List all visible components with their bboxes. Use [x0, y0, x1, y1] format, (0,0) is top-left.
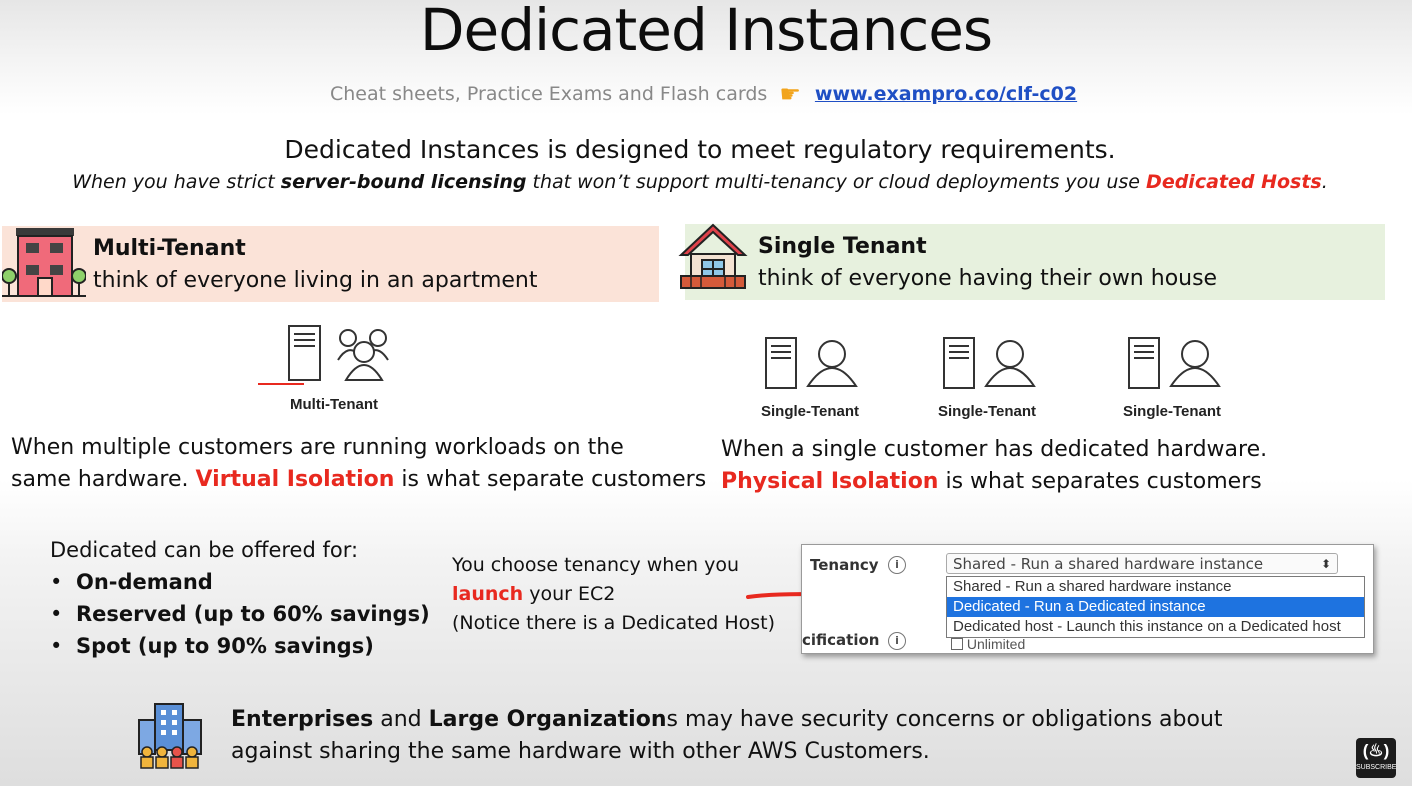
- tenancy-select-value: Shared - Run a shared hardware instance: [953, 555, 1264, 573]
- multi-tenant-analogy: think of everyone living in an apartment: [93, 268, 538, 293]
- launch-word: launch: [452, 583, 524, 605]
- subtitle: Cheat sheets, Practice Exams and Flash c…: [330, 80, 1077, 108]
- unlimited-label: Unlimited: [966, 636, 1026, 650]
- info-icon[interactable]: i: [888, 632, 906, 650]
- single-tenant-title: Single Tenant: [758, 234, 927, 259]
- intro-text-a: When you have strict: [72, 171, 281, 193]
- multi-desc-text-b: same hardware.: [11, 467, 196, 492]
- single-desc-line2: Physical Isolation is what separates cus…: [721, 466, 1401, 498]
- physical-isolation: Physical Isolation: [721, 469, 939, 494]
- pointing-hand-icon: ☛: [779, 80, 801, 108]
- tenancy-label: Tenancy: [810, 556, 879, 574]
- footer-bold-large-org: Large Organization: [428, 707, 667, 732]
- offered-heading: Dedicated can be offered for:: [50, 538, 359, 562]
- unlimited-checkbox[interactable]: Unlimited: [951, 636, 1025, 650]
- intro-text-c: that won’t support multi-tenancy or clou…: [526, 171, 1147, 193]
- specification-label: cification: [802, 631, 880, 649]
- list-item: •Reserved (up to 60% savings): [50, 602, 430, 626]
- enterprise-building-icon: [138, 703, 202, 769]
- single-tenant-server-user-icon: [943, 337, 1036, 389]
- offered-list: Dedicated can be offered for: •On-demand…: [50, 534, 430, 662]
- single-tenant-analogy: think of everyone having their own house: [758, 266, 1218, 291]
- single-tenant-caption: Single-Tenant: [1123, 403, 1222, 420]
- tenancy-note: You choose tenancy when you launch your …: [452, 551, 775, 638]
- subscribe-badge[interactable]: (♨) SUBSCRIBE: [1356, 738, 1396, 778]
- tenancy-note-line2: launch your EC2: [452, 580, 775, 609]
- single-tenant-server-user-icon: [1128, 337, 1221, 389]
- chevron-down-icon: ⬍: [1320, 557, 1331, 571]
- intro-bold: server-bound licensing: [280, 171, 527, 193]
- multi-desc-line2: same hardware. Virtual Isolation is what…: [11, 464, 711, 496]
- single-desc-line1: When a single customer has dedicated har…: [721, 437, 1268, 462]
- single-desc-text-c: is what separates customers: [938, 469, 1262, 494]
- footer-text: Enterprises and Large Organizations may …: [231, 704, 1223, 768]
- single-tenant-caption: Single-Tenant: [761, 403, 860, 420]
- subscribe-label: SUBSCRIBE: [1356, 764, 1397, 771]
- info-icon[interactable]: i: [888, 556, 906, 574]
- footer-line2: against sharing the same hardware with o…: [231, 739, 930, 764]
- multi-tenant-description: When multiple customers are running work…: [11, 432, 711, 496]
- tenancy-dropdown: Shared - Run a shared hardware instance …: [946, 576, 1365, 638]
- intro-line: Dedicated Instances is designed to meet …: [284, 135, 1116, 164]
- page-title: Dedicated Instances: [419, 0, 993, 64]
- tenancy-option-dedicated-host[interactable]: Dedicated host - Launch this instance on…: [953, 618, 1341, 635]
- multi-tenant-title: Multi-Tenant: [93, 236, 246, 261]
- checkbox-box[interactable]: [951, 638, 963, 650]
- list-item-label: Spot (up to 90% savings): [76, 634, 374, 658]
- house-icon: [678, 223, 748, 289]
- tenancy-option-dedicated[interactable]: Dedicated - Run a Dedicated instance: [947, 597, 1364, 617]
- list-item-label: On-demand: [76, 570, 213, 594]
- footer-text-and: and: [373, 707, 429, 732]
- single-tenant-description: When a single customer has dedicated har…: [721, 434, 1401, 498]
- list-item: •On-demand: [50, 570, 213, 594]
- tenancy-select[interactable]: Shared - Run a shared hardware instance …: [946, 553, 1338, 574]
- intro-text-e: .: [1321, 171, 1328, 193]
- multi-tenant-banner: [2, 226, 659, 302]
- apartment-icon: [2, 228, 86, 297]
- tenancy-note-text: your EC2: [523, 583, 616, 605]
- single-tenant-banner: [685, 224, 1385, 300]
- virtual-isolation: Virtual Isolation: [195, 467, 395, 492]
- tenancy-note-line3: (Notice there is a Dedicated Host): [452, 612, 776, 634]
- footer-line1: Enterprises and Large Organizations may …: [231, 704, 1223, 736]
- footer-text-rest: s may have security concerns or obligati…: [666, 707, 1223, 732]
- exampro-link[interactable]: www.exampro.co/clf-c02: [814, 83, 1078, 105]
- list-item: •Spot (up to 90% savings): [50, 634, 374, 658]
- subtitle-text: Cheat sheets, Practice Exams and Flash c…: [330, 83, 768, 105]
- single-tenant-server-user-icon: [765, 337, 858, 389]
- multi-desc-line1: When multiple customers are running work…: [11, 435, 624, 460]
- multi-tenant-server-users-icon: [258, 325, 389, 385]
- single-tenant-caption: Single-Tenant: [938, 403, 1037, 420]
- footer-bold-enterprises: Enterprises: [231, 707, 374, 732]
- list-item-label: Reserved (up to 60% savings): [76, 602, 430, 626]
- flame-icon: (♨): [1362, 741, 1390, 760]
- tenancy-option-shared[interactable]: Shared - Run a shared hardware instance: [953, 578, 1232, 595]
- intro-red: Dedicated Hosts: [1146, 171, 1322, 193]
- multi-tenant-caption: Multi-Tenant: [290, 396, 379, 413]
- intro-line-italic: When you have strict server-bound licens…: [0, 171, 1400, 193]
- tenancy-note-line1: You choose tenancy when you: [452, 554, 740, 576]
- multi-desc-text-c: is what separate customers: [394, 467, 707, 492]
